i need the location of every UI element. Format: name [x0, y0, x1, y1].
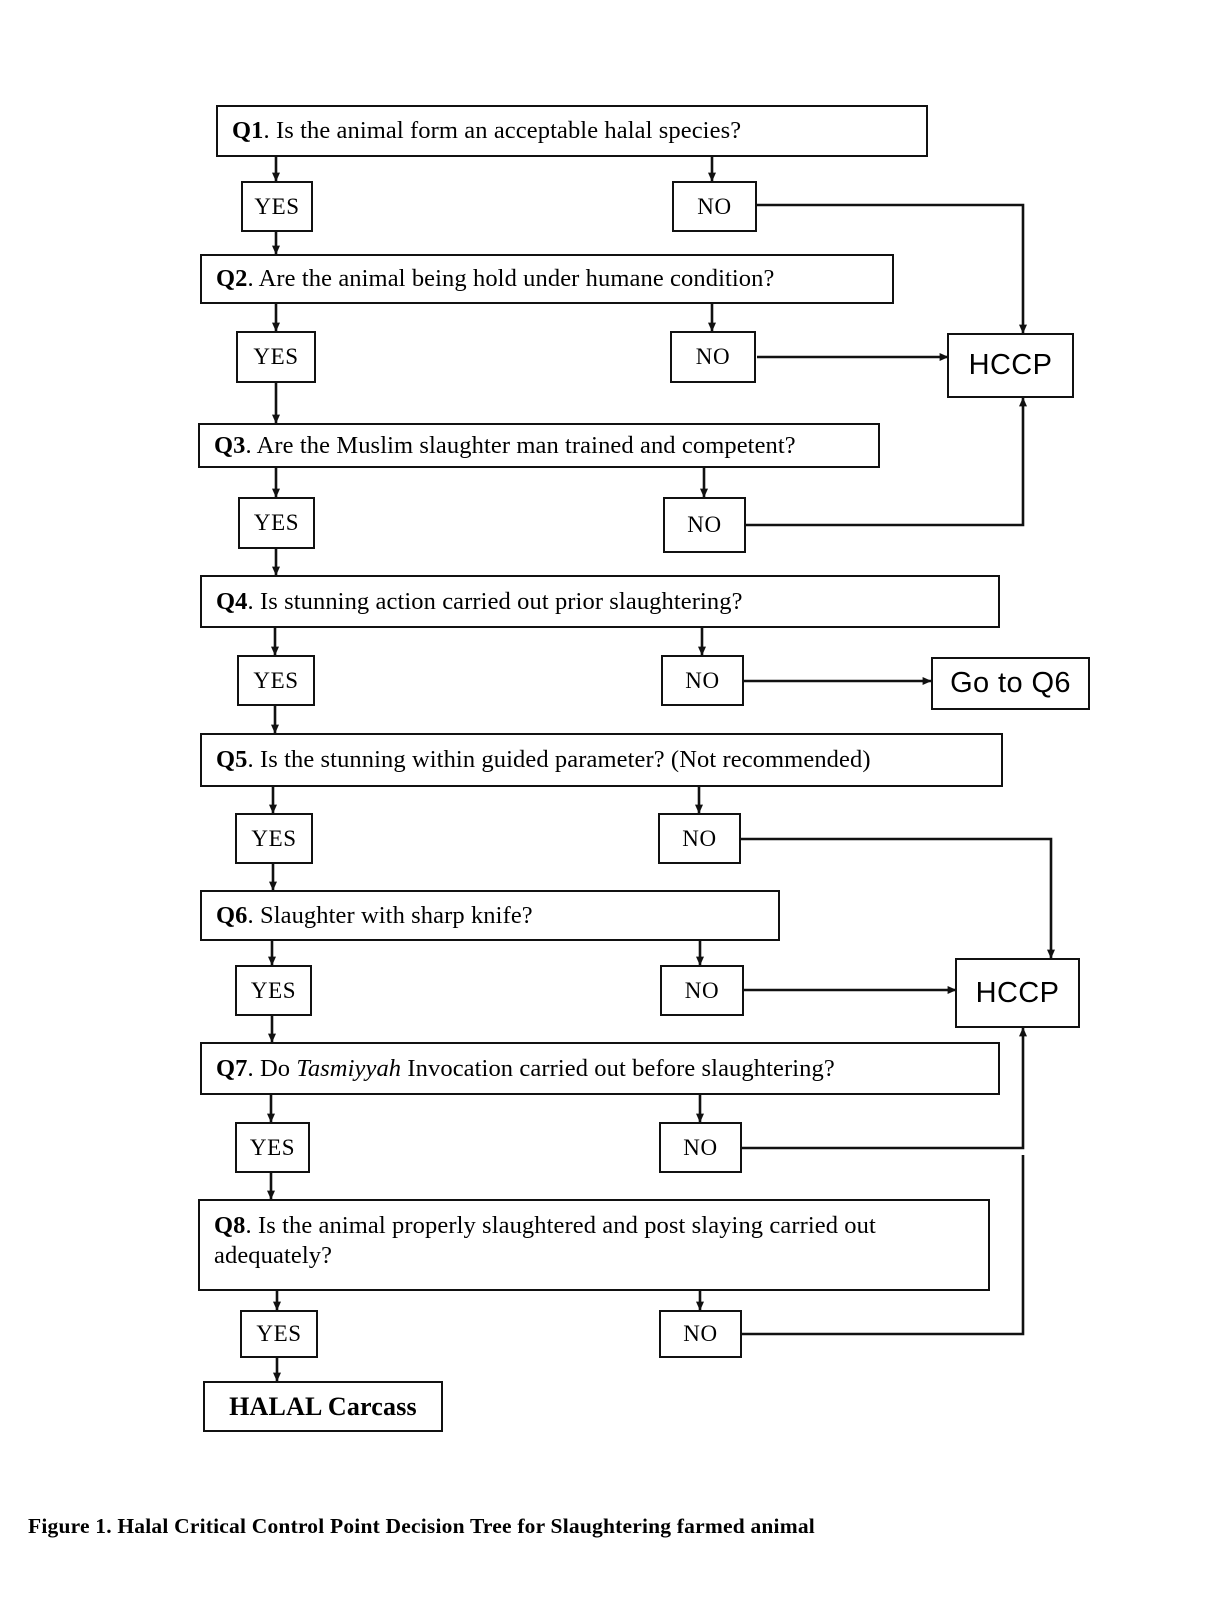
question-body-q8: . Is the animal properly slaughtered and… [214, 1212, 876, 1269]
question-text-q4: Q4. Is stunning action carried out prior… [216, 587, 743, 617]
answer-label: NO [687, 512, 722, 537]
question-box-q4[interactable]: Q4. Is stunning action carried out prior… [200, 575, 1000, 628]
terminal-box-hccp-lower[interactable]: HCCP [955, 958, 1080, 1028]
question-number-q2: Q2 [216, 265, 248, 293]
answer-box-q2-no[interactable]: NO [670, 331, 756, 383]
answer-label: NO [684, 977, 720, 1003]
figure-caption: Figure 1. Halal Critical Control Point D… [28, 1514, 815, 1538]
question-text-q3: Q3. Are the Muslim slaughter man trained… [214, 431, 796, 461]
question-number-q1: Q1 [232, 117, 264, 145]
answer-label: NO [697, 193, 732, 219]
answer-label: YES [251, 825, 297, 851]
answer-box-q6-yes[interactable]: YES [235, 965, 312, 1016]
question-body-q1: . Is the animal form an acceptable halal… [263, 117, 742, 145]
question-body-q7-after: Invocation carried out before slaughteri… [401, 1054, 835, 1082]
question-body-q7-before: . Do [247, 1054, 297, 1082]
question-number-q7: Q7 [216, 1054, 248, 1082]
answer-label: NO [682, 825, 717, 851]
question-body-q5: . Is the stunning within guided paramete… [247, 746, 871, 774]
question-text-q8: Q8. Is the animal properly slaughtered a… [214, 1211, 988, 1271]
question-box-q7[interactable]: Q7. Do Tasmiyyah Invocation carried out … [200, 1042, 1000, 1095]
question-number-q4: Q4 [216, 587, 248, 615]
terminal-label: Go to Q6 [950, 667, 1071, 699]
question-number-q3: Q3 [214, 431, 246, 459]
question-number-q5: Q5 [216, 746, 248, 774]
answer-label: NO [683, 1134, 718, 1160]
question-box-q8[interactable]: Q8. Is the animal properly slaughtered a… [198, 1199, 990, 1291]
question-box-q5[interactable]: Q5. Is the stunning within guided parame… [200, 733, 1003, 787]
question-box-q3[interactable]: Q3. Are the Muslim slaughter man trained… [198, 423, 880, 468]
answer-label: NO [695, 344, 731, 369]
answer-label: YES [253, 667, 299, 693]
answer-label: YES [250, 977, 297, 1003]
question-number-q8: Q8 [214, 1212, 246, 1239]
answer-label: YES [249, 1134, 296, 1160]
terminal-box-hccp-upper[interactable]: HCCP [947, 333, 1074, 398]
answer-box-q3-no[interactable]: NO [663, 497, 746, 553]
terminal-box-halal-carcass[interactable]: HALAL Carcass [203, 1381, 443, 1432]
question-box-q1[interactable]: Q1. Is the animal form an acceptable hal… [216, 105, 928, 157]
question-box-q6[interactable]: Q6. Slaughter with sharp knife? [200, 890, 780, 941]
question-body-q3: . Are the Muslim slaughter man trained a… [245, 431, 796, 459]
question-number-q6: Q6 [216, 901, 248, 929]
answer-box-q5-yes[interactable]: YES [235, 813, 313, 864]
answer-box-q4-no[interactable]: NO [661, 655, 744, 706]
question-text-q2: Q2. Are the animal being hold under huma… [216, 264, 774, 294]
terminal-label: HALAL Carcass [229, 1391, 417, 1421]
answer-label: YES [253, 344, 299, 369]
terminal-label: HCCP [968, 349, 1053, 381]
answer-label: YES [253, 510, 300, 535]
question-text-q6: Q6. Slaughter with sharp knife? [216, 901, 533, 931]
answer-label: NO [683, 1321, 718, 1346]
answer-box-q3-yes[interactable]: YES [238, 497, 315, 549]
question-body-q2: . Are the animal being hold under humane… [247, 265, 775, 293]
answer-box-q8-no[interactable]: NO [659, 1310, 742, 1358]
answer-label: YES [254, 193, 300, 219]
answer-box-q8-yes[interactable]: YES [240, 1310, 318, 1358]
terminal-label: HCCP [975, 976, 1060, 1009]
question-term-tasmiyyah: Tasmiyyah [296, 1054, 402, 1082]
question-text-q5: Q5. Is the stunning within guided parame… [216, 745, 871, 775]
answer-label: NO [685, 667, 720, 693]
answer-box-q7-yes[interactable]: YES [235, 1122, 310, 1173]
answer-box-q5-no[interactable]: NO [658, 813, 741, 864]
answer-box-q6-no[interactable]: NO [660, 965, 744, 1016]
answer-box-q4-yes[interactable]: YES [237, 655, 315, 706]
terminal-box-go-to-q6[interactable]: Go to Q6 [931, 657, 1090, 710]
answer-label: YES [256, 1321, 302, 1346]
question-text-q7: Q7. Do Tasmiyyah Invocation carried out … [216, 1054, 835, 1084]
answer-box-q2-yes[interactable]: YES [236, 331, 316, 383]
answer-box-q1-yes[interactable]: YES [241, 181, 313, 232]
answer-box-q7-no[interactable]: NO [659, 1122, 742, 1173]
answer-box-q1-no[interactable]: NO [672, 181, 757, 232]
question-body-q4: . Is stunning action carried out prior s… [247, 587, 743, 615]
question-text-q1: Q1. Is the animal form an acceptable hal… [232, 116, 741, 146]
question-box-q2[interactable]: Q2. Are the animal being hold under huma… [200, 254, 894, 304]
question-body-q6: . Slaughter with sharp knife? [247, 901, 533, 929]
